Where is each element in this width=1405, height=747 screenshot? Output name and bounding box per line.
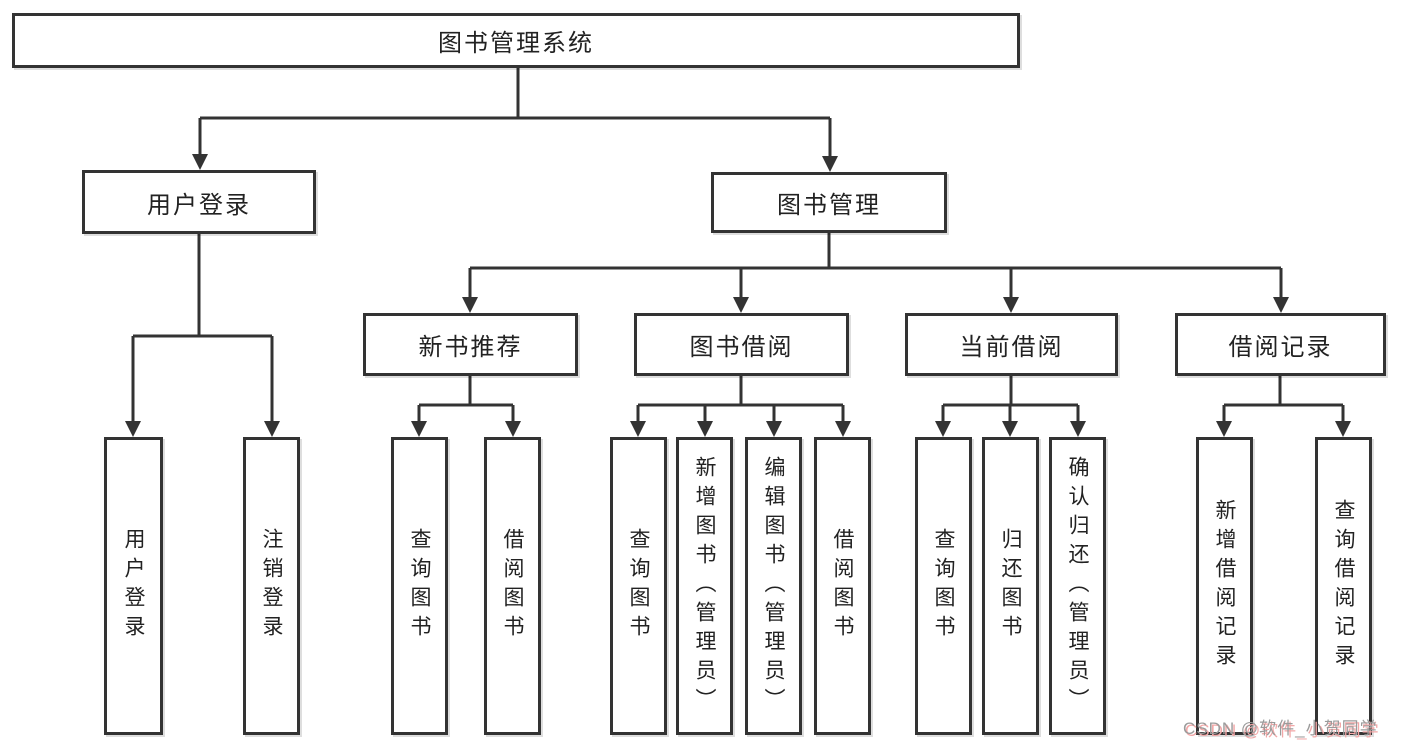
leaf-records-query-borrow-record: 查询借阅记录 — [1315, 437, 1372, 735]
node-book-management: 图书管理 — [711, 172, 947, 233]
node-book-borrowing: 图书借阅 — [634, 313, 849, 376]
leaf-borrowing-query-book: 查询图书 — [610, 437, 667, 735]
node-borrowing-records: 借阅记录 — [1175, 313, 1386, 376]
node-label: 当前借阅 — [959, 334, 1064, 361]
csdn-watermark: CSDN @软件_小贺同学 — [1183, 719, 1378, 738]
node-label: 查询图书 — [627, 528, 650, 644]
node-new-book-recommendation: 新书推荐 — [363, 313, 578, 376]
node-label: 借阅图书 — [501, 528, 524, 644]
node-current-borrowing: 当前借阅 — [905, 313, 1118, 376]
leaf-recommend-query-book: 查询图书 — [391, 437, 448, 735]
node-label: 用户登录 — [147, 191, 251, 219]
leaf-current-return-book: 归还图书 — [982, 437, 1039, 735]
node-label: 归还图书 — [999, 528, 1022, 644]
leaf-current-query-book: 查询图书 — [915, 437, 972, 735]
node-label: 新增图书（管理员） — [693, 455, 716, 717]
leaf-current-confirm-return-admin: 确认归还（管理员） — [1049, 437, 1106, 735]
node-label: 查询图书 — [408, 528, 431, 644]
node-label: 查询图书 — [932, 528, 955, 644]
node-label: 编辑图书（管理员） — [762, 455, 785, 717]
node-user-login: 用户登录 — [82, 170, 316, 234]
node-label: 查询借阅记录 — [1332, 499, 1355, 673]
node-label: 借阅记录 — [1228, 334, 1333, 361]
leaf-borrowing-borrow-book: 借阅图书 — [814, 437, 871, 735]
leaf-borrowing-edit-book-admin: 编辑图书（管理员） — [745, 437, 802, 735]
leaf-logout: 注销登录 — [243, 437, 300, 735]
leaf-records-add-borrow-record: 新增借阅记录 — [1196, 437, 1253, 735]
node-label: 图书管理系统 — [438, 30, 594, 57]
node-label: 用户登录 — [122, 528, 145, 644]
leaf-borrowing-add-book-admin: 新增图书（管理员） — [676, 437, 733, 735]
node-label: 新书推荐 — [418, 334, 523, 361]
node-label: 图书管理 — [777, 192, 881, 219]
node-label: 图书借阅 — [689, 334, 794, 361]
node-label: 注销登录 — [260, 528, 283, 644]
leaf-user-login: 用户登录 — [104, 437, 163, 735]
leaf-recommend-borrow-book: 借阅图书 — [484, 437, 541, 735]
node-label: 借阅图书 — [831, 528, 854, 644]
node-label: 新增借阅记录 — [1213, 499, 1236, 673]
node-library-management-system: 图书管理系统 — [12, 13, 1020, 68]
node-label: 确认归还（管理员） — [1066, 455, 1089, 717]
